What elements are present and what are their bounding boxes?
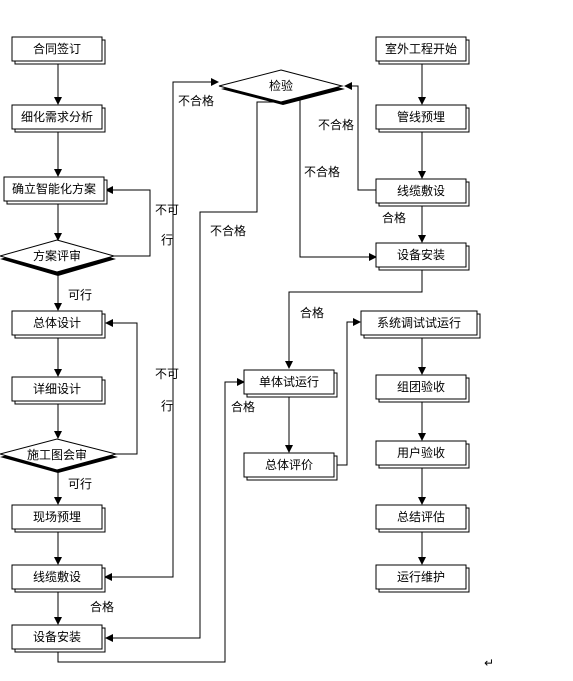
label-drawing-not-feasible-2: 行	[161, 399, 173, 413]
node-inspect: 检验	[218, 69, 345, 105]
edge-equip-unitrun	[57, 378, 245, 663]
node-cable-left-label: 线缆敷设	[33, 569, 81, 584]
node-general-design-label: 总体设计	[33, 316, 81, 330]
node-plan-review-label: 方案评审	[33, 248, 81, 263]
node-pipe-pre-label: 管线预埋	[397, 109, 445, 124]
edge-inspect-equipR	[299, 100, 377, 261]
edge-cable-inspect	[105, 78, 219, 578]
node-equip-left-label: 设备安装	[33, 629, 81, 644]
node-operation: 运行维护	[375, 564, 470, 593]
node-equip-left: 设备安装	[11, 624, 106, 653]
node-refine: 细化需求分析	[11, 104, 106, 133]
label-inspect-fail-left: 不合格	[178, 93, 214, 108]
label-left-cable-pass: 合格	[90, 599, 114, 614]
node-user-accept-label: 用户验收	[397, 445, 445, 460]
node-equip-right: 设备安装	[375, 242, 470, 271]
label-inspect-fail-right2: 不合格	[304, 164, 340, 179]
label-plan-not-feasible-2: 行	[161, 233, 173, 247]
node-group-accept-label: 组团验收	[397, 379, 445, 394]
edge-labels: 不可 行 可行 不可 行 可行 合格 合格 合格 合格 不合格 不合格 不合格 …	[68, 93, 494, 670]
node-drawing-review-label: 施工图会审	[27, 447, 87, 462]
label-drawing-not-feasible-1: 不可	[155, 367, 179, 381]
node-contract: 合同签订	[11, 36, 106, 65]
node-outdoor-start: 室外工程开始	[375, 36, 470, 65]
node-cable-right-label: 线缆敷设	[397, 183, 445, 198]
node-detail-design-label: 详细设计	[33, 381, 81, 396]
node-plan-label: 确立智能化方案	[12, 181, 96, 196]
node-site-pre: 现场预埋	[11, 504, 106, 533]
label-drawing-feasible: 可行	[68, 477, 92, 491]
node-operation-label: 运行维护	[397, 570, 445, 584]
node-summary: 总结评估	[375, 504, 470, 533]
node-summary-label: 总结评估	[397, 510, 445, 524]
node-pipe-pre: 管线预埋	[375, 104, 470, 133]
edge-equipR-unitrun	[285, 270, 423, 369]
edge-cableR-inspect	[344, 82, 376, 191]
node-overall-eval: 总体评价	[243, 452, 338, 481]
node-plan: 确立智能化方案	[3, 176, 108, 205]
label-plan-feasible: 可行	[68, 288, 92, 302]
node-user-accept: 用户验收	[375, 440, 470, 469]
edges	[54, 62, 426, 663]
edge-planreview-reject	[105, 186, 151, 257]
edge-inspect-fail-equip	[105, 101, 282, 642]
edge-eval-sysdebug	[335, 318, 361, 466]
node-sys-debug-label: 系统调试试运行	[377, 315, 461, 330]
return-mark: ↵	[484, 656, 494, 670]
label-plan-not-feasible-1: 不可	[155, 203, 179, 217]
node-contract-label: 合同签订	[33, 41, 81, 56]
node-cable-left: 线缆敷设	[11, 564, 106, 593]
nodes: 合同签订 细化需求分析 确立智能化方案 方案评审 总体设计 详细设计	[0, 36, 481, 653]
node-group-accept: 组团验收	[375, 374, 470, 403]
node-inspect-label: 检验	[269, 78, 293, 93]
node-drawing-review: 施工图会审	[0, 438, 118, 473]
label-inspect-fail-mid: 不合格	[210, 223, 246, 238]
label-unit-pass: 合格	[231, 399, 255, 414]
node-unit-run: 单体试运行	[243, 369, 338, 398]
node-general-design: 总体设计	[11, 310, 106, 339]
node-plan-review: 方案评审	[0, 239, 116, 276]
node-equip-right-label: 设备安装	[397, 247, 445, 262]
label-inspect-fail-right1: 不合格	[318, 117, 354, 132]
node-detail-design: 详细设计	[11, 376, 106, 405]
node-cable-right: 线缆敷设	[375, 178, 470, 207]
node-site-pre-label: 现场预埋	[33, 510, 81, 524]
label-right-cable-pass: 合格	[382, 210, 406, 225]
label-right-equip-pass: 合格	[300, 305, 324, 320]
node-outdoor-start-label: 室外工程开始	[385, 41, 457, 56]
node-refine-label: 细化需求分析	[21, 110, 93, 124]
node-unit-run-label: 单体试运行	[259, 374, 319, 389]
node-overall-eval-label: 总体评价	[265, 458, 313, 472]
node-sys-debug: 系统调试试运行	[360, 310, 481, 339]
edge-drawingreview-reject	[105, 319, 138, 455]
